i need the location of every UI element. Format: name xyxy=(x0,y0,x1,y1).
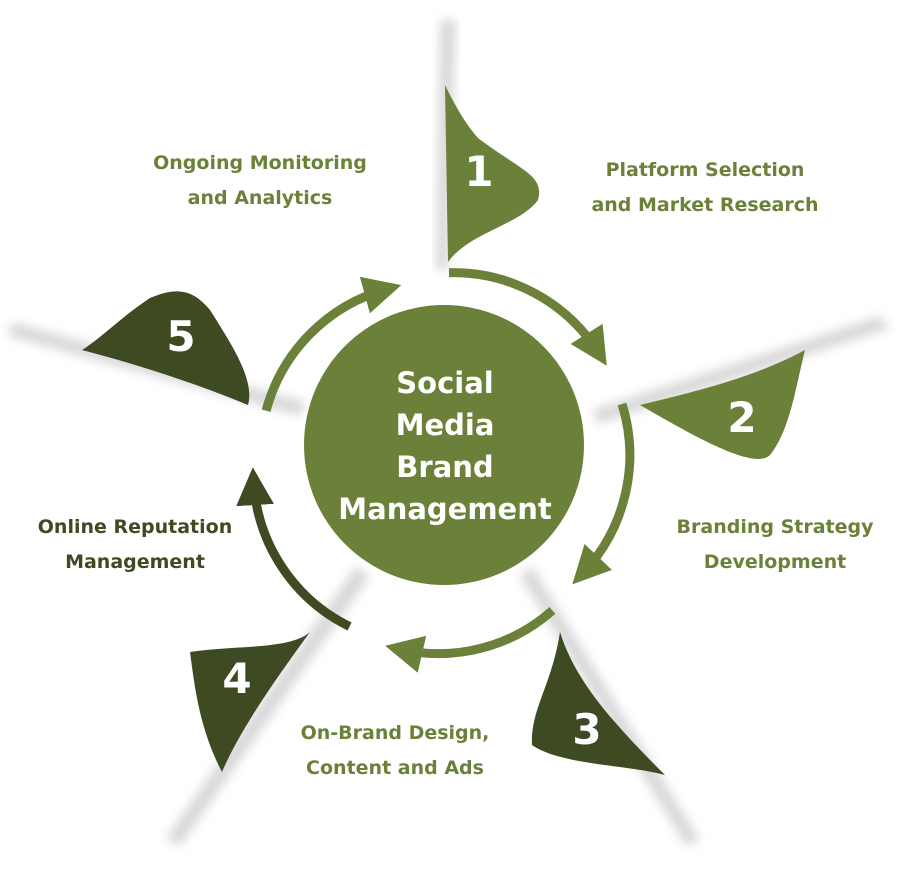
step-label-1-line-2: and Market Research xyxy=(591,194,819,216)
step-number-3: 3 xyxy=(572,705,601,754)
step-label-5-line-2: and Analytics xyxy=(187,187,333,209)
arrow-2-to-3 xyxy=(572,402,635,585)
step-number-5: 5 xyxy=(166,312,195,361)
step-label-1-line-1: Platform Selection xyxy=(605,159,805,181)
center-title-line-2: Media xyxy=(395,408,495,442)
center-hub xyxy=(304,305,584,585)
fold-shadow-3 xyxy=(520,566,700,846)
step-label-4-line-1: Online Reputation xyxy=(37,516,233,538)
flag-4 xyxy=(190,632,310,772)
cycle-arrows xyxy=(236,268,635,673)
step-number-2: 2 xyxy=(727,393,756,442)
step-label-3-line-2: Content and Ads xyxy=(306,757,484,779)
arrow-3-to-4 xyxy=(385,607,556,673)
fold-shadow-4 xyxy=(166,566,370,846)
step-label-3: On-Brand Design, Content and Ads xyxy=(270,716,520,786)
step-numbers: 1 2 3 4 5 xyxy=(166,147,756,754)
center-title-line-4: Management xyxy=(338,492,552,526)
step-label-5: Ongoing Monitoring and Analytics xyxy=(120,146,400,216)
step-label-5-line-1: Ongoing Monitoring xyxy=(153,152,367,174)
step-label-3-line-1: On-Brand Design, xyxy=(300,722,490,744)
flag-2 xyxy=(640,350,805,459)
flag-1 xyxy=(445,85,540,262)
step-number-1: 1 xyxy=(464,147,493,196)
step-label-4: Online Reputation Management xyxy=(10,510,260,580)
center-title: Social Media Brand Management xyxy=(300,362,590,530)
flag-5 xyxy=(82,291,250,405)
step-label-4-line-2: Management xyxy=(65,551,205,573)
step-label-2: Branding Strategy Development xyxy=(650,510,900,580)
arrow-4-to-5 xyxy=(236,467,352,631)
step-label-2-line-1: Branding Strategy xyxy=(676,516,874,538)
step-label-1: Platform Selection and Market Research xyxy=(575,153,835,223)
center-title-line-3: Brand xyxy=(396,450,494,484)
arrow-1-to-2 xyxy=(448,268,607,366)
arrow-5-to-1 xyxy=(261,276,402,412)
fold-shadow-2 xyxy=(592,316,890,424)
center-title-line-1: Social xyxy=(396,366,494,400)
step-label-2-line-2: Development xyxy=(703,551,847,573)
step-number-4: 4 xyxy=(222,654,251,703)
fold-shadow-1 xyxy=(436,20,456,270)
flag-3 xyxy=(531,632,665,775)
flags xyxy=(82,85,805,775)
